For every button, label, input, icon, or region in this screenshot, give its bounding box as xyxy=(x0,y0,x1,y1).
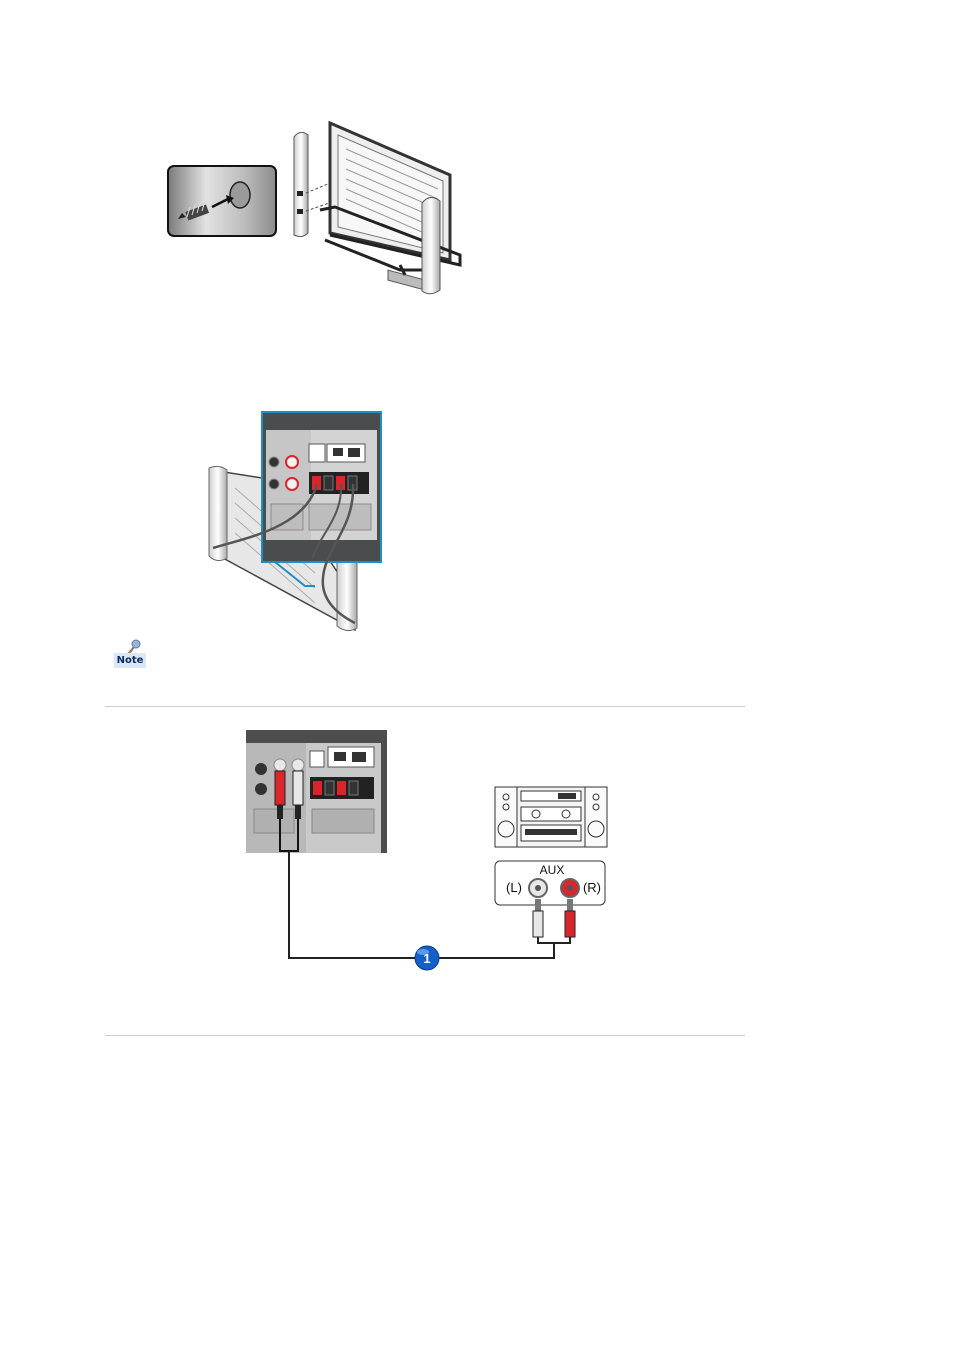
aux-rca-plugs xyxy=(533,899,575,943)
aux-input-panel: AUX (L) (R) xyxy=(495,861,605,905)
step-1-badge: 1 xyxy=(415,946,439,970)
speaker-screw-attachment-figure xyxy=(160,115,480,300)
screw-detail-inset xyxy=(168,166,276,236)
side-speaker xyxy=(294,132,308,236)
stereo-system-icon xyxy=(495,787,607,847)
speaker-cable-connection-figure xyxy=(205,408,390,634)
aux-label: AUX xyxy=(540,863,565,877)
left-channel-label: (L) xyxy=(506,880,522,895)
step-number: 1 xyxy=(423,951,430,966)
note-label: Note xyxy=(114,653,146,668)
section-divider-bottom xyxy=(105,1035,745,1036)
section-divider-top xyxy=(105,706,745,707)
tv-terminal-panel xyxy=(246,730,387,853)
aux-connection-diagram: 1 AUX (L) (R) xyxy=(240,725,615,975)
attached-speaker xyxy=(422,197,440,293)
right-channel-label: (R) xyxy=(583,880,601,895)
